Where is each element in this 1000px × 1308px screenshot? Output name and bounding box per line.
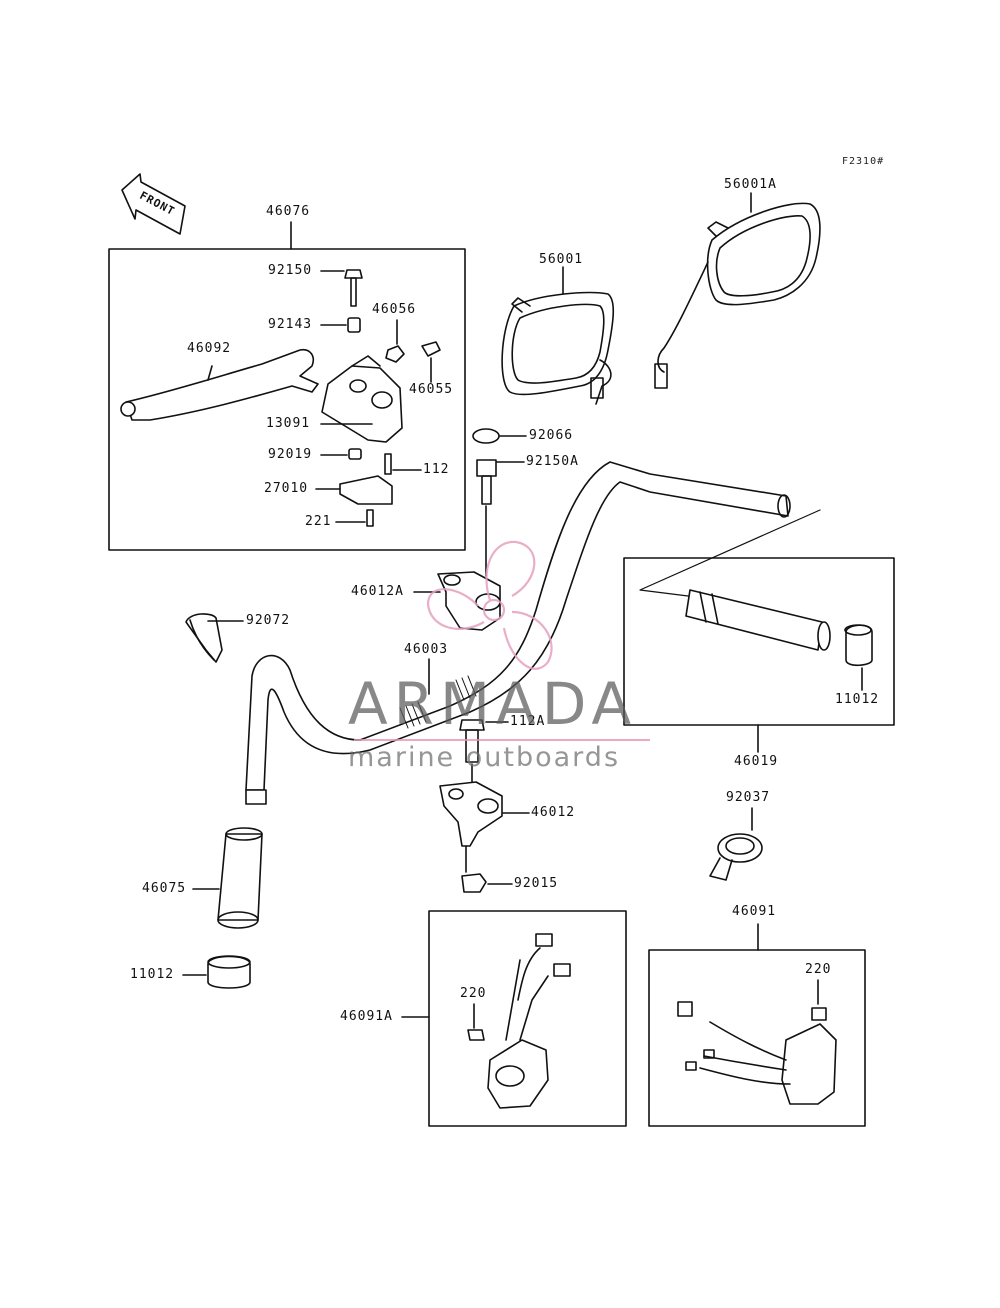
grip-46075 (217, 827, 263, 929)
holder-46012 (439, 781, 503, 847)
label-46019: 46019 (734, 754, 779, 769)
left-lever-box (108, 248, 466, 551)
switch-27010 (339, 475, 393, 505)
tie-92072 (185, 613, 223, 663)
watermark-brand: ARMADA (348, 670, 638, 738)
cap-11012-right (844, 624, 873, 667)
switch-housing-46091 (677, 1001, 837, 1105)
label-13091: 13091 (266, 416, 311, 431)
handlebar-46003 (245, 461, 791, 791)
label-92015: 92015 (514, 876, 559, 891)
label-11012-left: 11012 (130, 967, 175, 982)
switch-box-46091 (648, 949, 866, 1127)
label-11012-right: 11012 (835, 692, 880, 707)
figure-code: F2310# (842, 156, 885, 167)
label-92150A: 92150A (526, 454, 579, 469)
nut-92019 (348, 448, 362, 460)
label-220-right: 220 (805, 962, 832, 977)
label-92037: 92037 (726, 790, 771, 805)
label-92150: 92150 (268, 263, 313, 278)
screw-46055 (421, 341, 441, 357)
watermark-divider (354, 739, 650, 741)
cap-92066 (472, 428, 500, 444)
knurl-pattern (399, 675, 477, 729)
holder-13091 (321, 355, 403, 443)
mirror-56001 (501, 291, 615, 405)
cap-11012-left (207, 955, 251, 989)
bolt-92150A (476, 459, 497, 505)
label-46012: 46012 (531, 805, 576, 820)
label-46056: 46056 (372, 302, 417, 317)
label-220-left: 220 (460, 986, 487, 1001)
label-46091: 46091 (732, 904, 777, 919)
front-arrow-icon (121, 173, 186, 235)
watermark-tagline: marine outboards (348, 742, 621, 773)
label-92143: 92143 (268, 317, 313, 332)
screw-112 (384, 453, 392, 475)
label-46003: 46003 (404, 642, 449, 657)
right-grip-box (623, 557, 895, 726)
label-112: 112 (423, 462, 450, 477)
nut-92015 (461, 873, 487, 893)
lever-46092 (125, 348, 319, 421)
clamp-92037 (709, 833, 763, 881)
bolt-112A (459, 719, 485, 763)
label-46012A: 46012A (351, 584, 404, 599)
throttle-grip-46019 (685, 589, 831, 651)
label-92072: 92072 (246, 613, 291, 628)
collar-92143 (347, 317, 361, 333)
screw-221 (366, 509, 374, 527)
label-221: 221 (305, 514, 332, 529)
label-27010: 27010 (264, 481, 309, 496)
label-56001A: 56001A (724, 177, 777, 192)
label-46092: 46092 (187, 341, 232, 356)
label-46076: 46076 (266, 204, 311, 219)
label-46091A: 46091A (340, 1009, 393, 1024)
switch-box-46091A (428, 910, 627, 1127)
propeller-logo-icon (426, 540, 553, 670)
label-46075: 46075 (142, 881, 187, 896)
label-92019: 92019 (268, 447, 313, 462)
bolt-92150 (344, 269, 363, 307)
mirror-56001A (654, 202, 821, 389)
label-56001: 56001 (539, 252, 584, 267)
label-46055: 46055 (409, 382, 454, 397)
label-92066: 92066 (529, 428, 574, 443)
nut-46056 (385, 345, 405, 363)
switch-housing-46091A (487, 933, 571, 1109)
label-112A: 112A (510, 714, 546, 729)
